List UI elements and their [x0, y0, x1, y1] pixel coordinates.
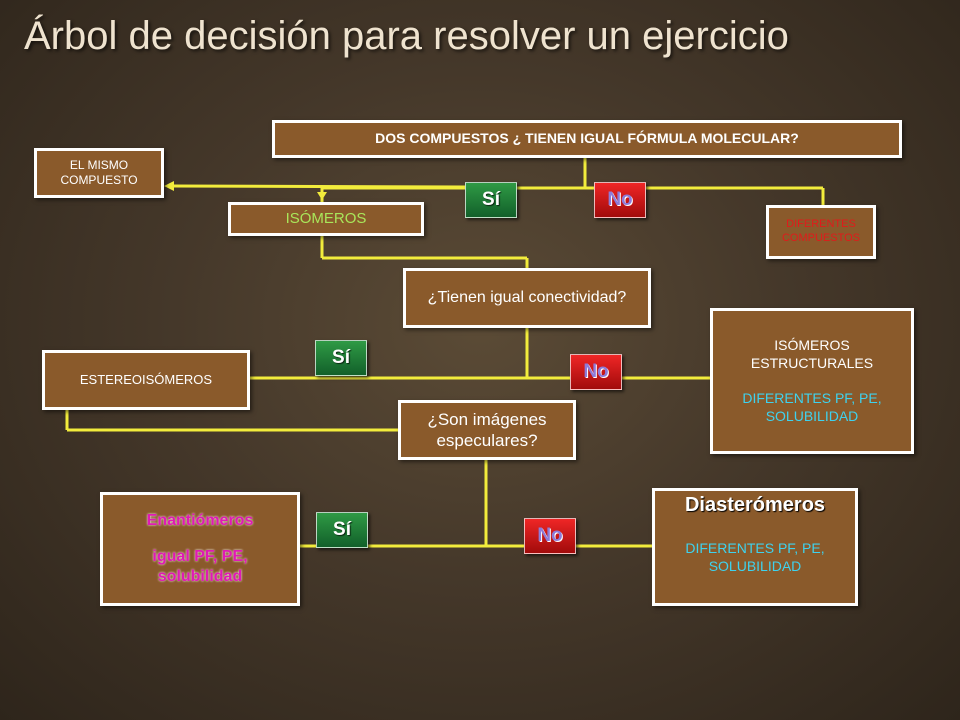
yes-button-2: Sí [315, 340, 367, 376]
mismo-compuesto-text: EL MISMO COMPUESTO [60, 158, 138, 187]
question-formula-box: DOS COMPUESTOS ¿ TIENEN IGUAL FÓRMULA MO… [272, 120, 902, 158]
enantiomeros-box: Enantiómeros igual PF, PE, solubilidad [100, 492, 300, 606]
isomeros-estructurales-title: ISÓMEROS ESTRUCTURALES [750, 337, 874, 371]
isomeros-estructurales-box: ISÓMEROS ESTRUCTURALES DIFERENTES PF, PE… [710, 308, 914, 454]
isomeros-estructurales-detail: DIFERENTES PF, PE, SOLUBILIDAD [742, 390, 882, 424]
enantiomeros-detail: igual PF, PE, solubilidad [152, 548, 248, 585]
page-title: Árbol de decisión para resolver un ejerc… [24, 14, 789, 58]
yes-button-1: Sí [465, 182, 517, 218]
isomeros-box: ISÓMEROS [228, 202, 424, 236]
no-button-1: No [594, 182, 646, 218]
diferentes-compuestos-text: DIFERENTES COMPUESTOS [781, 218, 861, 244]
diasteromeros-title: Diasterómeros [684, 494, 826, 516]
estereoisomeros-box: ESTEREOISÓMEROS [42, 350, 250, 410]
no-button-3: No [524, 518, 576, 554]
question-especulares-box: ¿Son imágenes especulares? [398, 400, 576, 460]
question-especulares-text: ¿Son imágenes especulares? [427, 409, 547, 450]
isomeros-text: ISÓMEROS [285, 209, 367, 227]
diferentes-compuestos-box: DIFERENTES COMPUESTOS [766, 205, 876, 259]
estereoisomeros-text: ESTEREOISÓMEROS [79, 371, 213, 387]
diasteromeros-box: Diasterómeros DIFERENTES PF, PE, SOLUBIL… [652, 488, 858, 606]
question-formula-text: DOS COMPUESTOS ¿ TIENEN IGUAL FÓRMULA MO… [375, 130, 799, 147]
mismo-compuesto-box: EL MISMO COMPUESTO [34, 148, 164, 198]
enantiomeros-title: Enantiómeros [146, 512, 254, 529]
question-conectividad-text: ¿Tienen igual conectividad? [427, 289, 627, 306]
question-conectividad-box: ¿Tienen igual conectividad? [403, 268, 651, 328]
diasteromeros-detail: DIFERENTES PF, PE, SOLUBILIDAD [685, 540, 825, 574]
yes-button-3: Sí [316, 512, 368, 548]
no-button-2: No [570, 354, 622, 390]
